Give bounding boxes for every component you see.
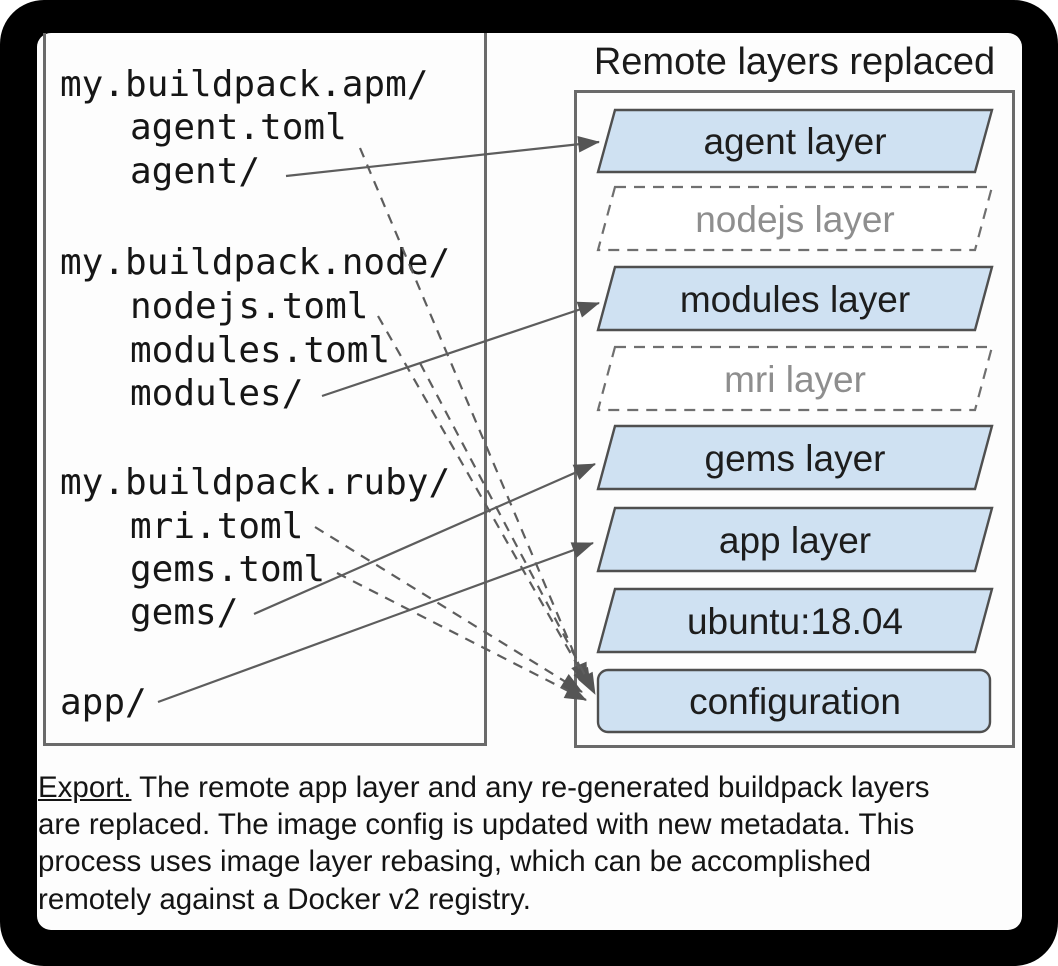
file-line-app-dir: app/: [60, 682, 147, 723]
caption-line1: The remote app layer and any re-generate…: [131, 771, 930, 804]
file-line-buildpack-apm: my.buildpack.apm/: [60, 64, 429, 105]
caption-text: Export. The remote app layer and any re-…: [38, 769, 1023, 918]
caption-line3: process uses image layer rebasing, which…: [38, 845, 871, 879]
file-line-gems-toml: gems.toml: [130, 549, 326, 590]
file-line-agent-dir: agent/: [130, 151, 261, 192]
caption-line4: remotely against a Docker v2 registry.: [38, 882, 531, 916]
file-line-mri-toml: mri.toml: [130, 506, 304, 547]
caption-lead: Export.: [38, 771, 132, 804]
remote-image-box: [574, 90, 1015, 748]
file-line-nodejs-toml: nodejs.toml: [130, 286, 369, 327]
file-line-agent-toml: agent.toml: [130, 107, 347, 148]
diagram-title: Remote layers replaced: [593, 41, 996, 83]
file-line-buildpack-ruby: my.buildpack.ruby/: [60, 462, 451, 503]
caption-line2: are replaced. The image config is update…: [38, 808, 915, 842]
file-line-buildpack-node: my.buildpack.node/: [60, 242, 451, 283]
file-line-modules-toml: modules.toml: [130, 330, 391, 371]
file-line-gems-dir: gems/: [130, 592, 239, 633]
file-line-modules-dir: modules/: [130, 373, 304, 414]
